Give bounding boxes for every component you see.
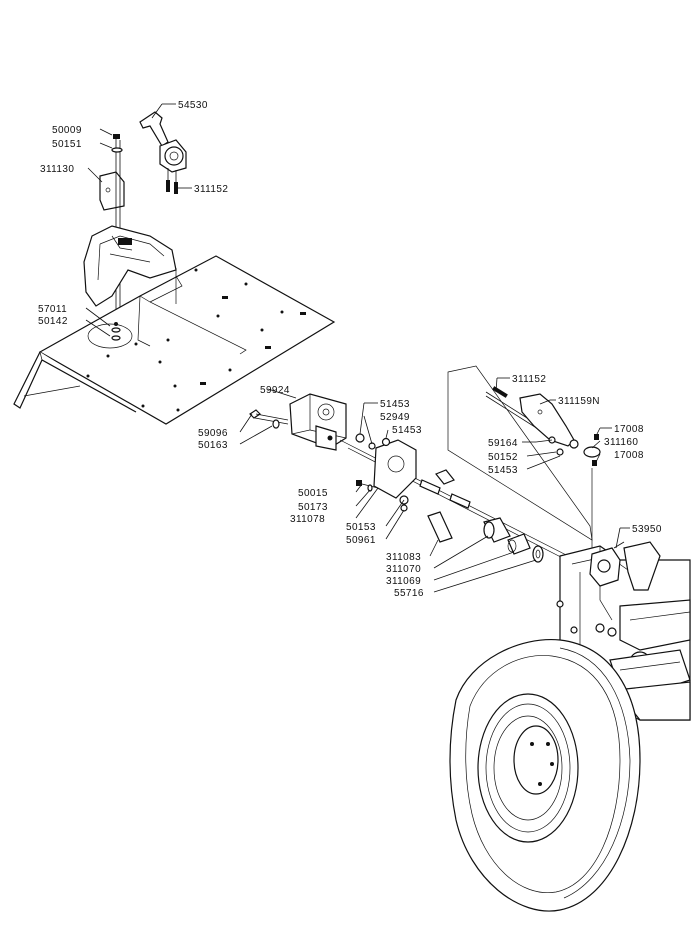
- linkage-assembly: [447, 365, 601, 556]
- floor-plate: [13, 255, 336, 425]
- pump-assembly: [249, 393, 347, 451]
- callout-51453: 51453: [392, 425, 422, 436]
- leader-lines: [85, 103, 630, 593]
- callout-311160: 311160: [604, 437, 638, 448]
- callout-59924: 59924: [260, 385, 290, 396]
- callout-50151: 50151: [52, 139, 82, 150]
- callout-55716: 55716: [394, 588, 424, 599]
- callout-311152: 311152: [194, 184, 228, 195]
- callout-labels: 54530 50009 50151 311130 311152 57011 50…: [38, 100, 662, 599]
- callout-57011: 57011: [38, 304, 67, 315]
- callout-50152: 50152: [488, 452, 518, 463]
- callout-311078: 311078: [290, 514, 325, 525]
- callout-52949: 52949: [380, 412, 410, 423]
- callout-50009: 50009: [52, 125, 82, 136]
- callout-54530: 54530: [178, 100, 208, 111]
- callout-311083: 311083: [386, 552, 421, 563]
- callout-51453: 51453: [488, 465, 518, 476]
- callout-311130: 311130: [40, 164, 74, 175]
- callout-311070: 311070: [386, 564, 421, 575]
- console-cowl: [83, 225, 177, 307]
- callout-50153: 50153: [346, 522, 376, 533]
- callout-50961: 50961: [346, 535, 376, 546]
- callout-311152: 311152: [512, 374, 546, 385]
- callout-50163: 50163: [198, 440, 228, 451]
- callout-17008: 17008: [614, 424, 644, 435]
- callout-50015: 50015: [298, 488, 328, 499]
- callout-59096: 59096: [198, 428, 228, 439]
- shaft-assembly: [339, 433, 591, 573]
- callout-311069: 311069: [386, 576, 421, 587]
- callout-50173: 50173: [298, 502, 328, 513]
- callout-59164: 59164: [488, 438, 518, 449]
- callout-53950: 53950: [632, 524, 662, 535]
- callout-51453: 51453: [380, 399, 410, 410]
- callout-311159N: 311159N: [558, 396, 600, 407]
- callout-50142: 50142: [38, 316, 68, 327]
- callout-17008: 17008: [614, 450, 644, 461]
- rear-tire: [449, 638, 641, 912]
